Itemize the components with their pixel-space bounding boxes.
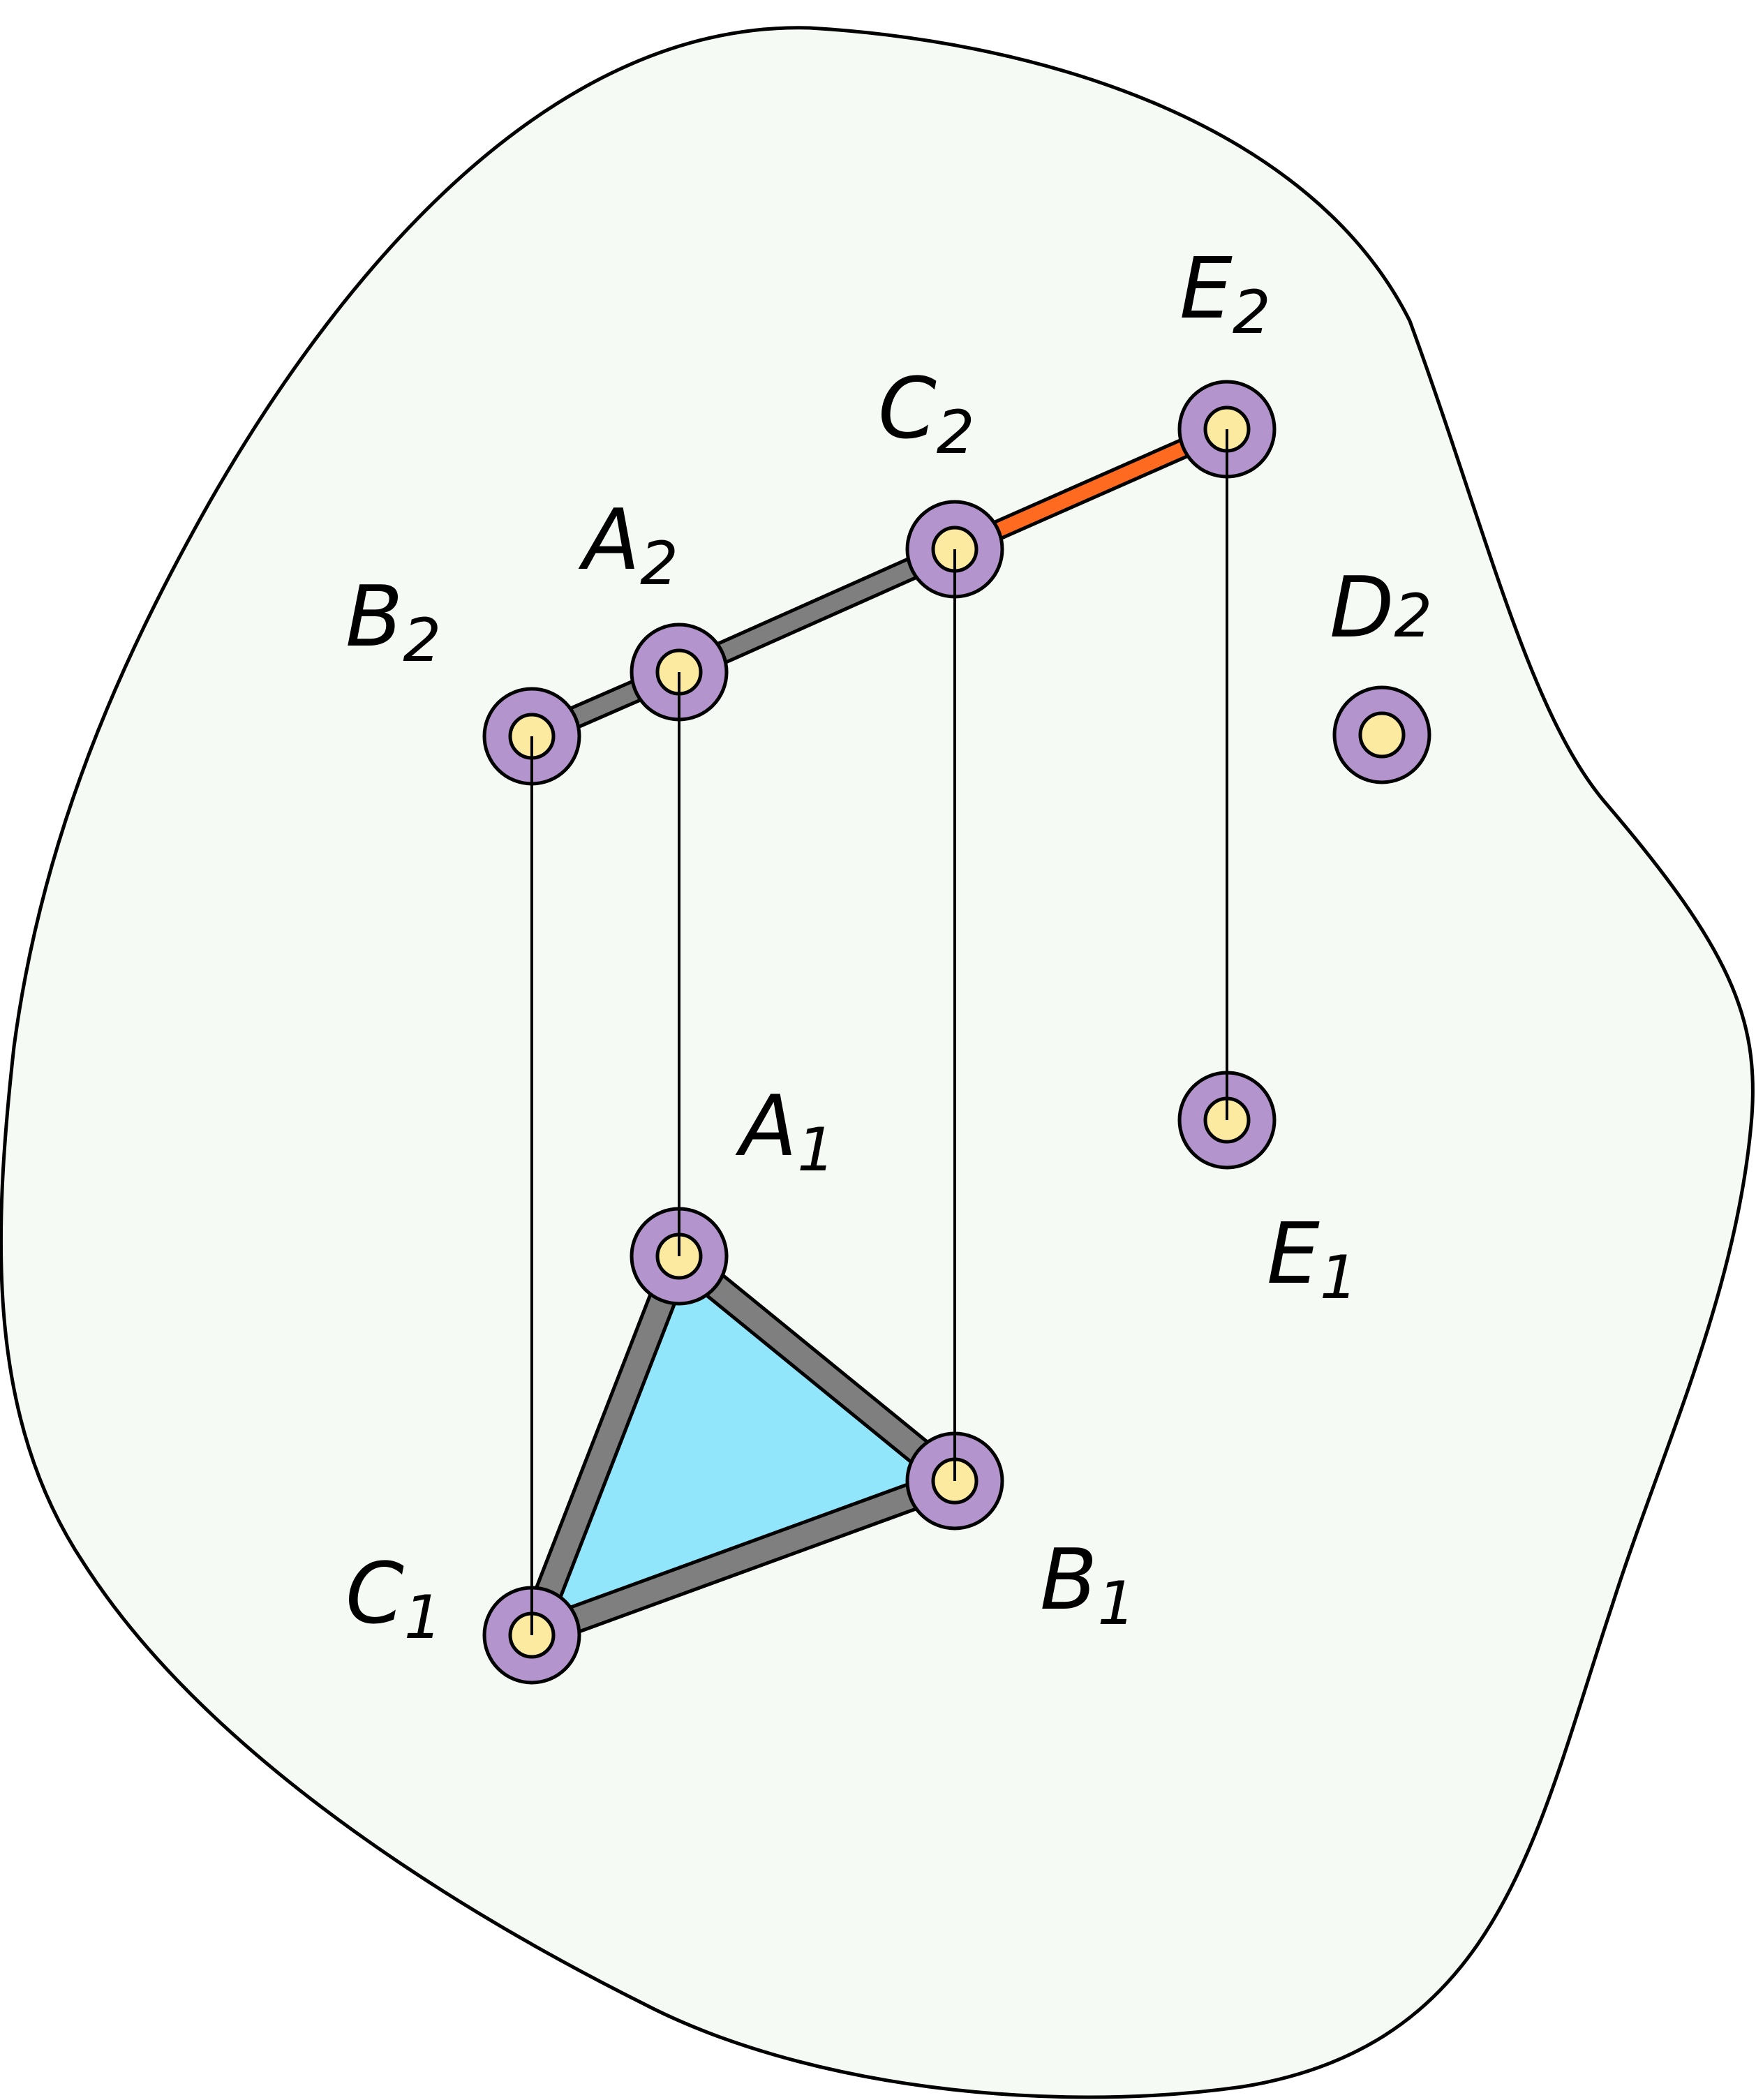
label-e2: E2: [1180, 241, 1271, 348]
label-c1: C1: [345, 1546, 442, 1653]
edge-c2-e2-fill: [951, 422, 1230, 556]
label-a1: A1: [735, 1078, 835, 1185]
label-c2: C2: [878, 361, 975, 468]
triangle-a1b1c1-face: [532, 1256, 955, 1635]
label-b2: B2: [345, 569, 441, 676]
edge-b1-c1-fill: [528, 1470, 959, 1646]
label-d2: D2: [1330, 560, 1432, 657]
point-core: [1358, 711, 1406, 759]
background-region: [0, 26, 1755, 2099]
label-e1: E1: [1267, 1206, 1358, 1313]
edge-c1-a1-fill: [521, 1252, 690, 1639]
edge-a1-b1-fill: [671, 1247, 962, 1490]
edge-a2-c2-fill: [676, 542, 958, 680]
label-a2: A2: [578, 492, 678, 599]
point-d2: [1332, 685, 1431, 784]
label-b1: B1: [1040, 1532, 1136, 1639]
